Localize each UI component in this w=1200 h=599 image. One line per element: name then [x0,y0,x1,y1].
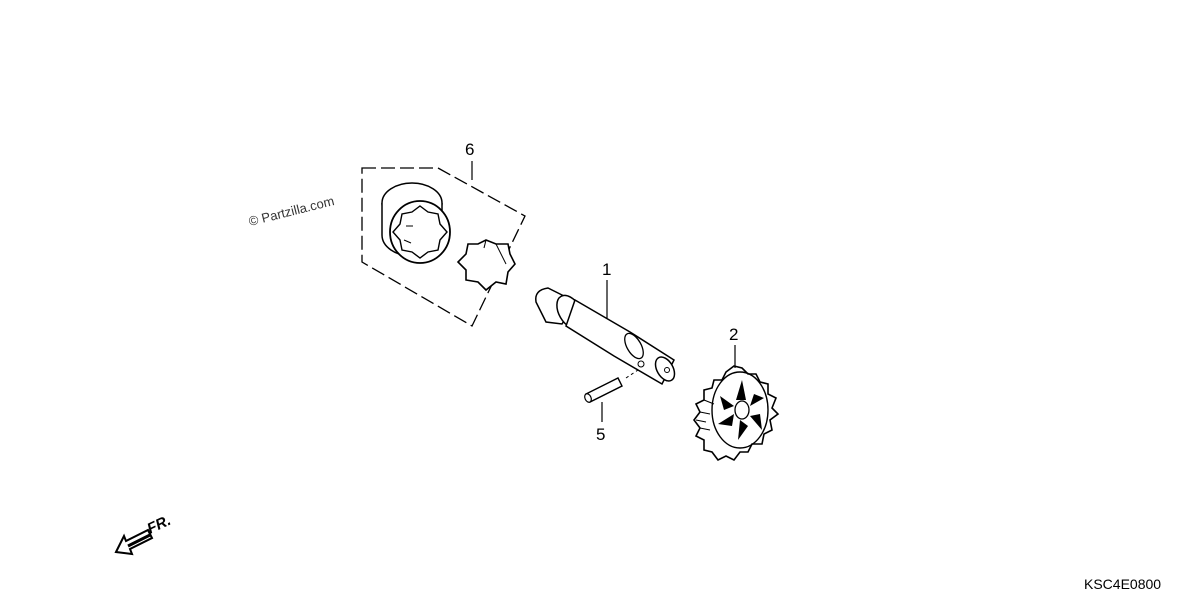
callout-2[interactable]: 2 [729,325,738,344]
front-direction-arrow-icon: FR. [114,512,174,556]
oil-pump-shaft[interactable]: 1 [535,260,679,386]
rotor-set-assembly[interactable]: 6 [361,140,526,327]
callout-6[interactable]: 6 [465,140,474,159]
dowel-pin[interactable]: 5 [583,369,639,444]
drawing-code: KSC4E0800 [1084,576,1161,592]
oil-pump-drive-gear[interactable]: 2 [693,325,780,462]
direction-label: FR. [145,512,174,538]
callout-5[interactable]: 5 [596,425,605,444]
callout-1[interactable]: 1 [602,260,611,279]
watermark: © Partzilla.com [247,193,336,229]
outer-rotor[interactable] [381,182,451,264]
inner-rotor[interactable] [456,239,516,292]
